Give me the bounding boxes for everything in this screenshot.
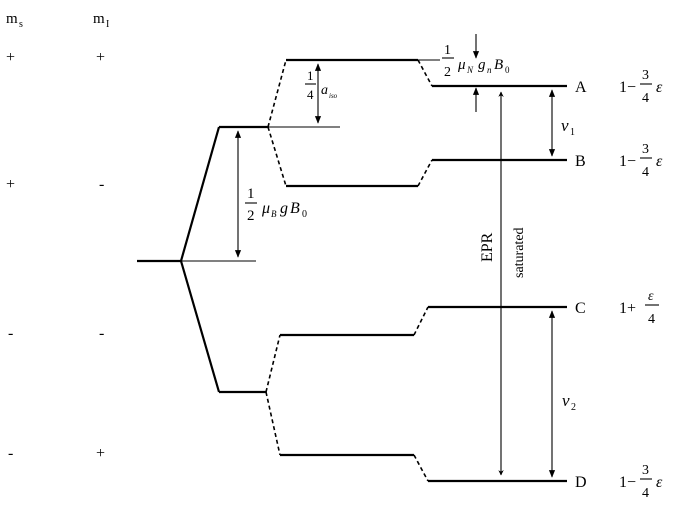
svg-text:0: 0 bbox=[302, 209, 307, 220]
svg-text:ε: ε bbox=[656, 79, 663, 96]
ms-row-2: + bbox=[6, 176, 15, 193]
svg-text:1−: 1− bbox=[619, 79, 636, 96]
svg-text:1: 1 bbox=[570, 127, 575, 138]
svg-text:B: B bbox=[290, 200, 300, 217]
mi-row-2: - bbox=[99, 176, 104, 193]
saturated-label: saturated bbox=[512, 227, 527, 278]
svg-text:1−: 1− bbox=[619, 153, 636, 170]
svg-text:n: n bbox=[487, 65, 492, 75]
split-line-lower bbox=[179, 260, 221, 393]
state-A-label: A bbox=[575, 79, 587, 96]
energy-D: 1− 3 4 ε bbox=[619, 463, 663, 501]
svg-text:ε: ε bbox=[648, 289, 654, 304]
svg-text:4: 4 bbox=[642, 165, 649, 180]
ms-header: m s bbox=[6, 11, 23, 30]
svg-text:3: 3 bbox=[642, 68, 649, 83]
nu2-label: ν 2 bbox=[562, 391, 576, 413]
ms-row-1: + bbox=[6, 49, 15, 66]
hf-dash-upper-a bbox=[267, 59, 287, 128]
svg-text:2: 2 bbox=[571, 402, 576, 413]
svg-text:iso: iso bbox=[329, 92, 338, 100]
svg-text:g: g bbox=[478, 57, 486, 73]
hf-dash-upper-b bbox=[267, 126, 287, 187]
svg-text:B: B bbox=[271, 209, 277, 219]
nuclear-zeeman-label: 1 2 μ N g n B 0 bbox=[442, 43, 510, 80]
svg-text:4: 4 bbox=[307, 87, 314, 102]
nz-dash-B bbox=[417, 159, 433, 187]
state-D-label: D bbox=[575, 474, 587, 491]
nz-dash-A bbox=[417, 59, 433, 87]
svg-text:ν: ν bbox=[561, 116, 569, 135]
svg-text:4: 4 bbox=[648, 312, 655, 327]
svg-text:1: 1 bbox=[307, 68, 314, 83]
nu1-label: ν 1 bbox=[561, 116, 575, 138]
hyperfine-label: 1 4 a iso bbox=[305, 68, 338, 102]
nz-dash-C bbox=[413, 306, 429, 336]
electron-zeeman-label: 1 2 μ B g B 0 bbox=[245, 186, 307, 224]
svg-text:a: a bbox=[321, 83, 328, 98]
hf-dash-lower-a bbox=[265, 334, 281, 393]
svg-text:g: g bbox=[280, 200, 288, 217]
mi-row-3: - bbox=[99, 325, 104, 342]
epr-label: EPR bbox=[479, 232, 496, 262]
svg-text:1: 1 bbox=[444, 43, 451, 58]
svg-text:4: 4 bbox=[642, 91, 649, 106]
energy-C: 1+ ε 4 bbox=[619, 289, 659, 327]
svg-text:m: m bbox=[93, 11, 105, 27]
svg-text:N: N bbox=[466, 65, 474, 75]
energy-B: 1− 3 4 ε bbox=[619, 142, 663, 180]
svg-text:B: B bbox=[494, 57, 503, 73]
svg-text:μ: μ bbox=[261, 200, 270, 217]
svg-text:m: m bbox=[6, 11, 18, 27]
state-B-label: B bbox=[575, 153, 586, 170]
svg-text:3: 3 bbox=[642, 142, 649, 157]
svg-text:ε: ε bbox=[656, 474, 663, 491]
svg-text:1+: 1+ bbox=[619, 300, 636, 317]
svg-text:μ: μ bbox=[457, 57, 466, 73]
svg-text:2: 2 bbox=[247, 208, 255, 224]
svg-text:2: 2 bbox=[444, 65, 451, 80]
svg-text:3: 3 bbox=[642, 463, 649, 478]
svg-text:ν: ν bbox=[562, 391, 570, 410]
svg-text:I: I bbox=[106, 19, 109, 30]
ms-row-3: - bbox=[8, 325, 13, 342]
mi-row-4: + bbox=[96, 445, 105, 462]
energy-A: 1− 3 4 ε bbox=[619, 68, 663, 106]
ms-row-4: - bbox=[8, 445, 13, 462]
mi-row-1: + bbox=[96, 49, 105, 66]
nz-dash-D bbox=[413, 454, 429, 482]
svg-text:1−: 1− bbox=[619, 474, 636, 491]
svg-text:1: 1 bbox=[247, 186, 255, 202]
svg-text:4: 4 bbox=[642, 486, 649, 501]
mi-header: m I bbox=[93, 11, 109, 30]
hf-dash-lower-b bbox=[265, 391, 281, 456]
svg-text:s: s bbox=[19, 19, 23, 30]
svg-text:0: 0 bbox=[505, 65, 510, 75]
state-C-label: C bbox=[575, 300, 586, 317]
svg-text:ε: ε bbox=[656, 153, 663, 170]
split-line-upper bbox=[179, 126, 221, 262]
